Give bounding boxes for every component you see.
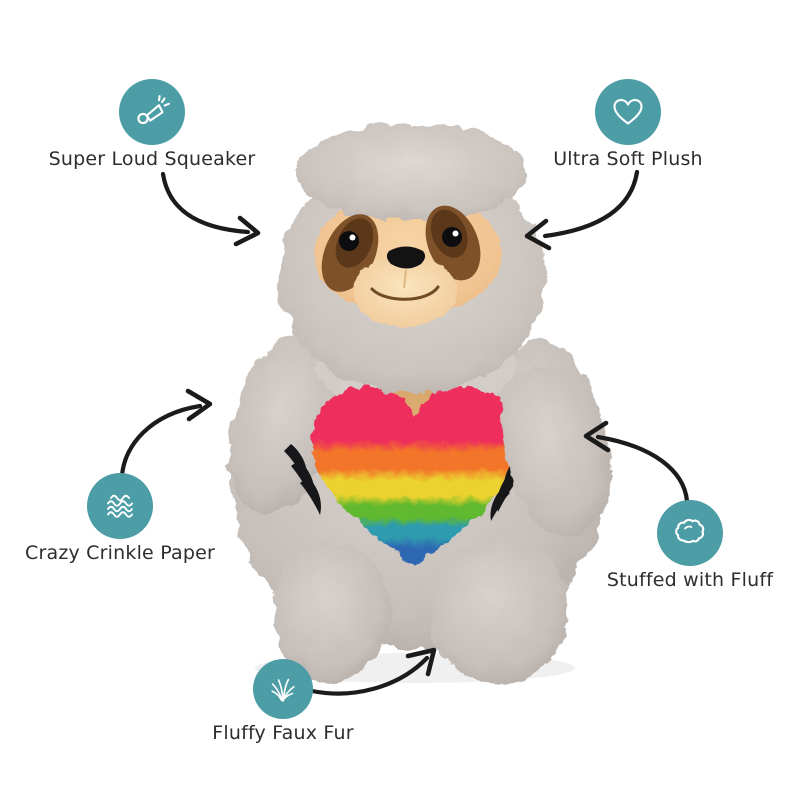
- sloth-belly-patch: [357, 372, 477, 528]
- fur-badge: [253, 659, 313, 719]
- feature-fur: Fluffy Faux Fur: [143, 659, 423, 745]
- arrow-from-stuffed: [583, 420, 690, 504]
- sloth-smile: [370, 285, 440, 301]
- crinkle-waves-icon: [107, 494, 133, 518]
- squeaker-badge: [119, 79, 185, 145]
- feature-label-plush: Ultra Soft Plush: [553, 148, 703, 170]
- feature-label-squeaker: Super Loud Squeaker: [48, 148, 256, 170]
- sloth-muzzle: [353, 255, 457, 327]
- sloth-left-eye: [339, 231, 359, 251]
- sloth-right-eye-patch: [425, 205, 481, 281]
- fur-strands-icon: [271, 678, 295, 702]
- rainbow-heart: [312, 387, 518, 566]
- sloth-right-eye: [442, 227, 462, 247]
- sloth-face: [314, 192, 502, 316]
- right-eye-glint: [452, 230, 459, 237]
- arrow-from-crinkle: [119, 388, 213, 479]
- sloth-claws: [284, 444, 526, 521]
- feature-squeaker: Super Loud Squeaker: [12, 79, 292, 171]
- sloth-left-eye-patch: [321, 214, 379, 292]
- plush-badge: [595, 79, 661, 145]
- stuffed-badge: [657, 500, 723, 566]
- sloth-right-foot: [428, 536, 568, 684]
- fluff-cloud-icon: [675, 518, 705, 544]
- feature-label-fur: Fluffy Faux Fur: [212, 722, 354, 744]
- feature-label-stuffed: Stuffed with Fluff: [606, 569, 774, 591]
- feature-crinkle: Crazy Crinkle Paper: [0, 473, 260, 565]
- squeaker-horn-icon: [137, 95, 170, 125]
- feature-label-crinkle: Crazy Crinkle Paper: [25, 542, 215, 564]
- sloth-nose: [386, 246, 426, 269]
- sloth-mouth-seam: [403, 269, 407, 289]
- arrow-from-plush: [524, 169, 640, 251]
- feature-stuffed: Stuffed with Fluff: [550, 500, 800, 592]
- arrow-from-squeaker: [160, 171, 261, 247]
- heart-outline-icon: [613, 98, 643, 125]
- left-eye-glint: [349, 234, 356, 241]
- crinkle-badge: [87, 473, 153, 539]
- feature-plush: Ultra Soft Plush: [488, 79, 768, 171]
